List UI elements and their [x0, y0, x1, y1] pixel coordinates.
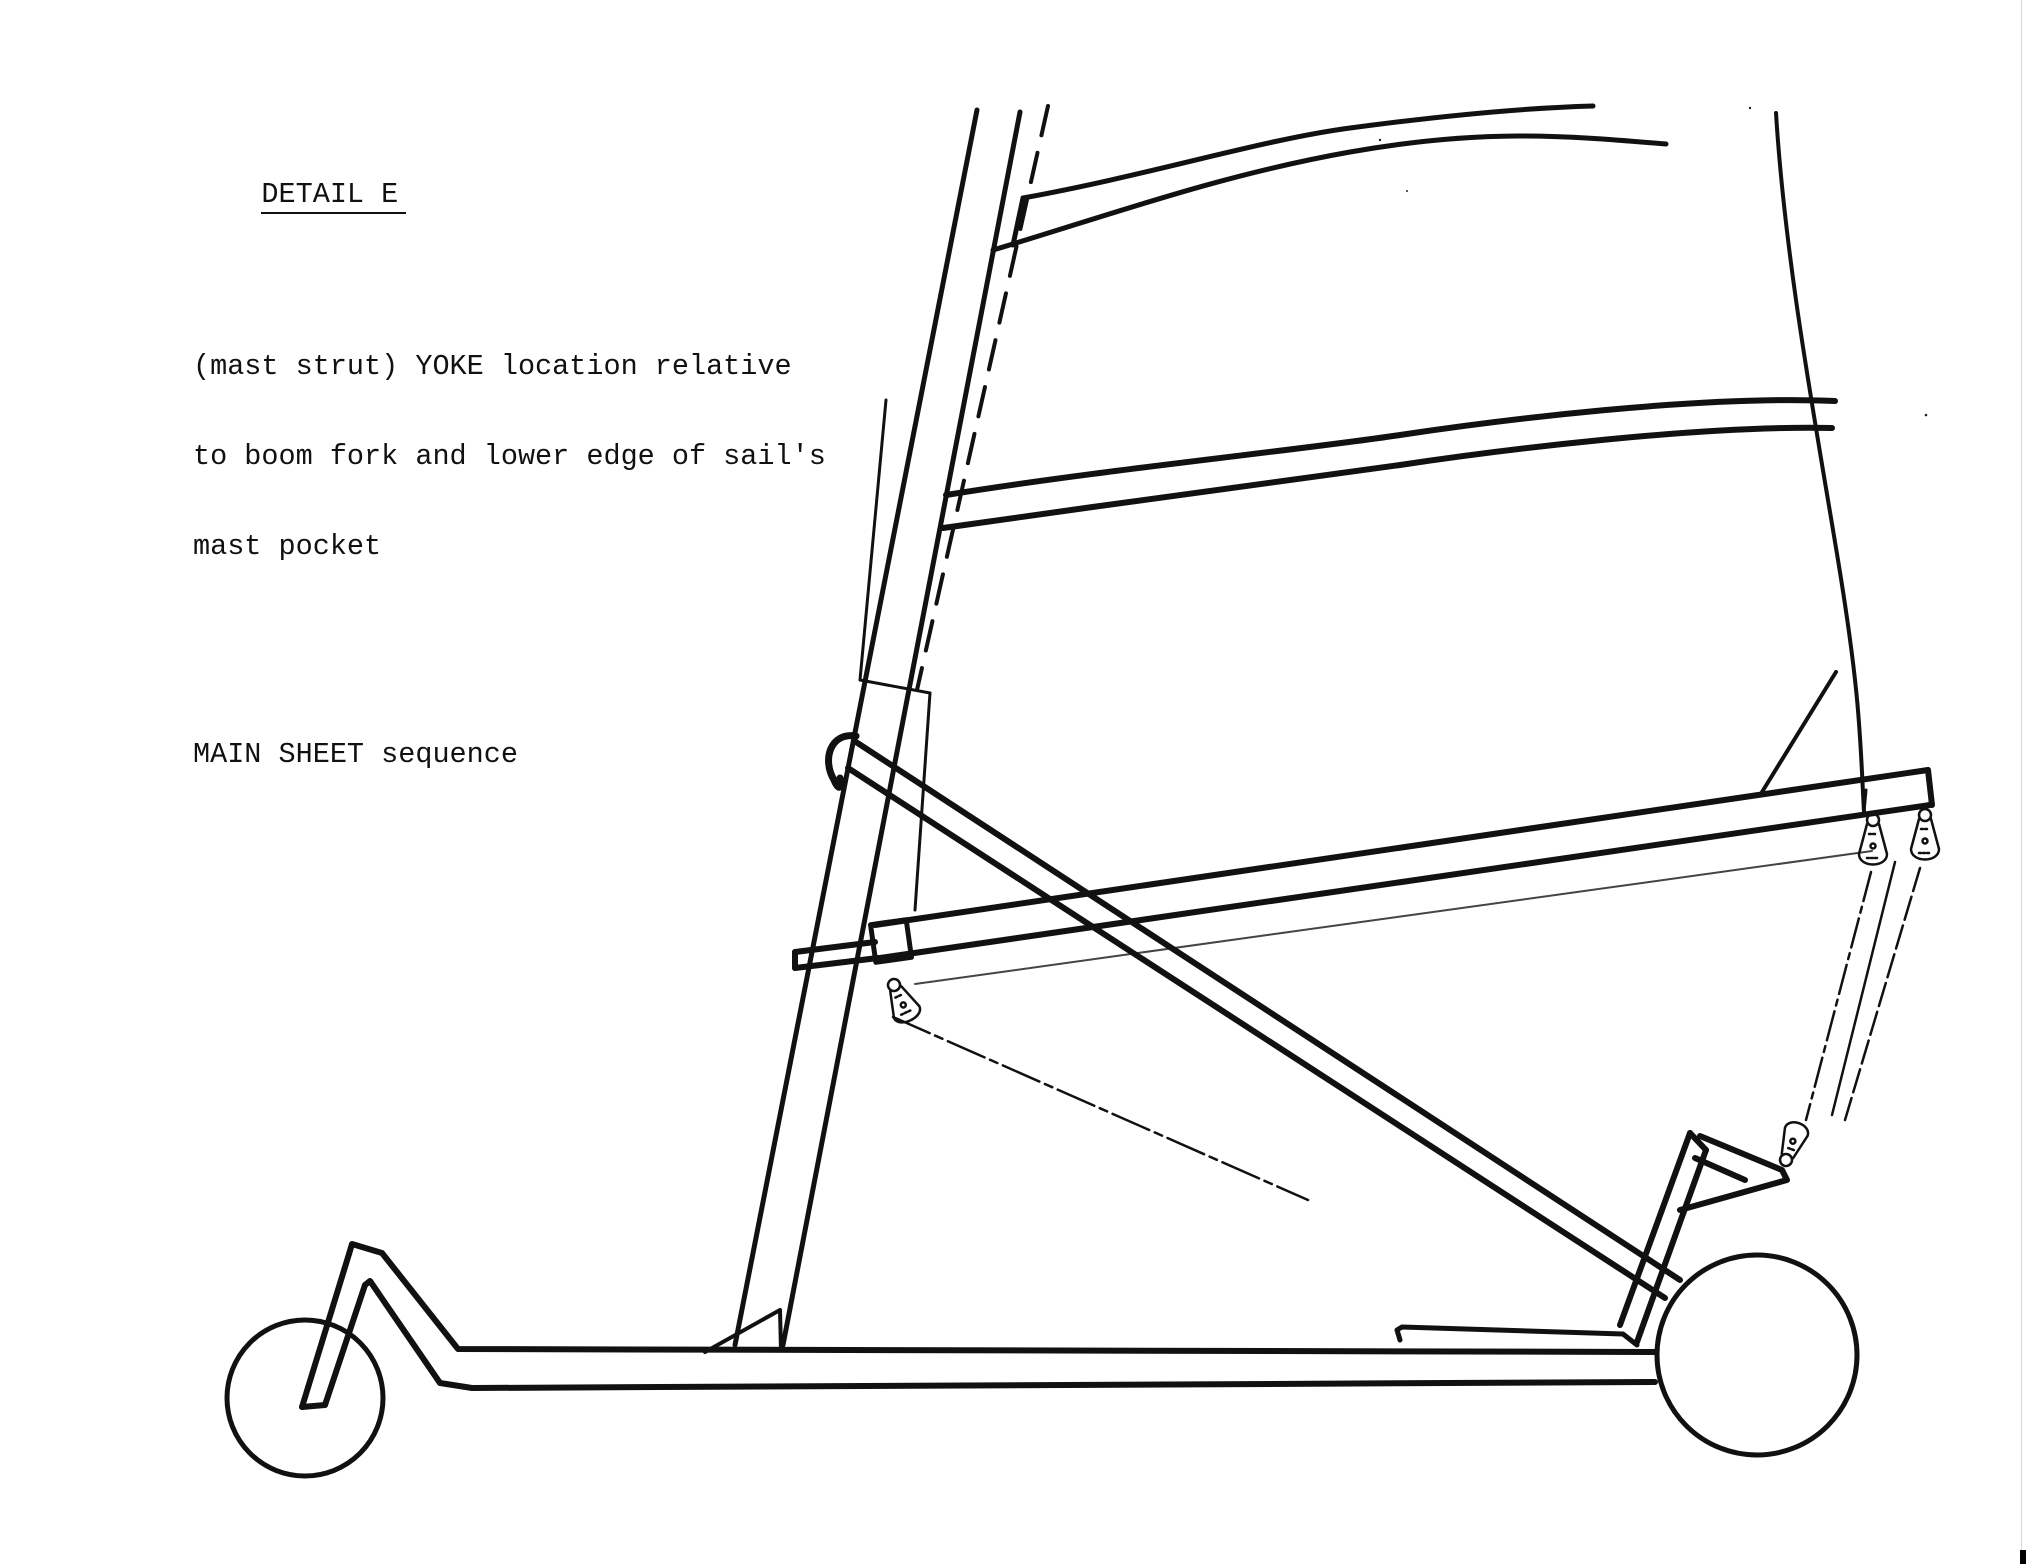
seat-rail	[1394, 1324, 1640, 1348]
mast-strut-yoke	[825, 732, 860, 791]
description-line-2: to boom fork and lower edge of sail's	[193, 440, 826, 473]
front-wheel	[224, 1317, 386, 1479]
sail-foot	[1862, 788, 1868, 814]
sail-clew-brace	[1760, 670, 1838, 794]
main-sheet-bracket	[1617, 1130, 1790, 1345]
sail-leech	[1774, 111, 1866, 814]
mast-base-gusset	[703, 1308, 783, 1354]
description-line-3: mast pocket	[193, 530, 382, 563]
detail-notes: DETAIL E (mast strut) YOKE location rela…	[193, 150, 826, 830]
rear-wheel	[1654, 1252, 1860, 1458]
scan-corner-mark	[2020, 1550, 2026, 1564]
main-sheet	[891, 860, 1922, 1202]
front-fork	[299, 1251, 368, 1410]
block-icon	[886, 977, 922, 1024]
chassis-frame	[346, 1241, 1658, 1391]
sail-batten-lower	[940, 397, 1838, 531]
block-icon	[1909, 807, 1941, 861]
mast-pocket	[858, 398, 932, 912]
mast	[732, 107, 1023, 1348]
detail-description: (mast strut) YOKE location relative to b…	[193, 292, 826, 622]
scan-specks	[1378, 106, 1928, 417]
detail-title: DETAIL E	[261, 180, 407, 214]
description-line-1: (mast strut) YOKE location relative	[193, 350, 792, 383]
sail-luff-dashed	[915, 104, 1050, 692]
main-sheet-sequence-label: MAIN SHEET sequence	[193, 738, 518, 771]
block-icon	[1857, 812, 1889, 866]
sail-foot-line	[914, 850, 1873, 985]
mast-strut	[845, 739, 1683, 1301]
sail-batten-upper	[990, 103, 1669, 253]
block-icon	[1778, 1121, 1810, 1168]
page-edge	[2021, 0, 2022, 1564]
main-sheet-blocks	[886, 807, 1941, 1168]
boom	[792, 767, 1935, 971]
